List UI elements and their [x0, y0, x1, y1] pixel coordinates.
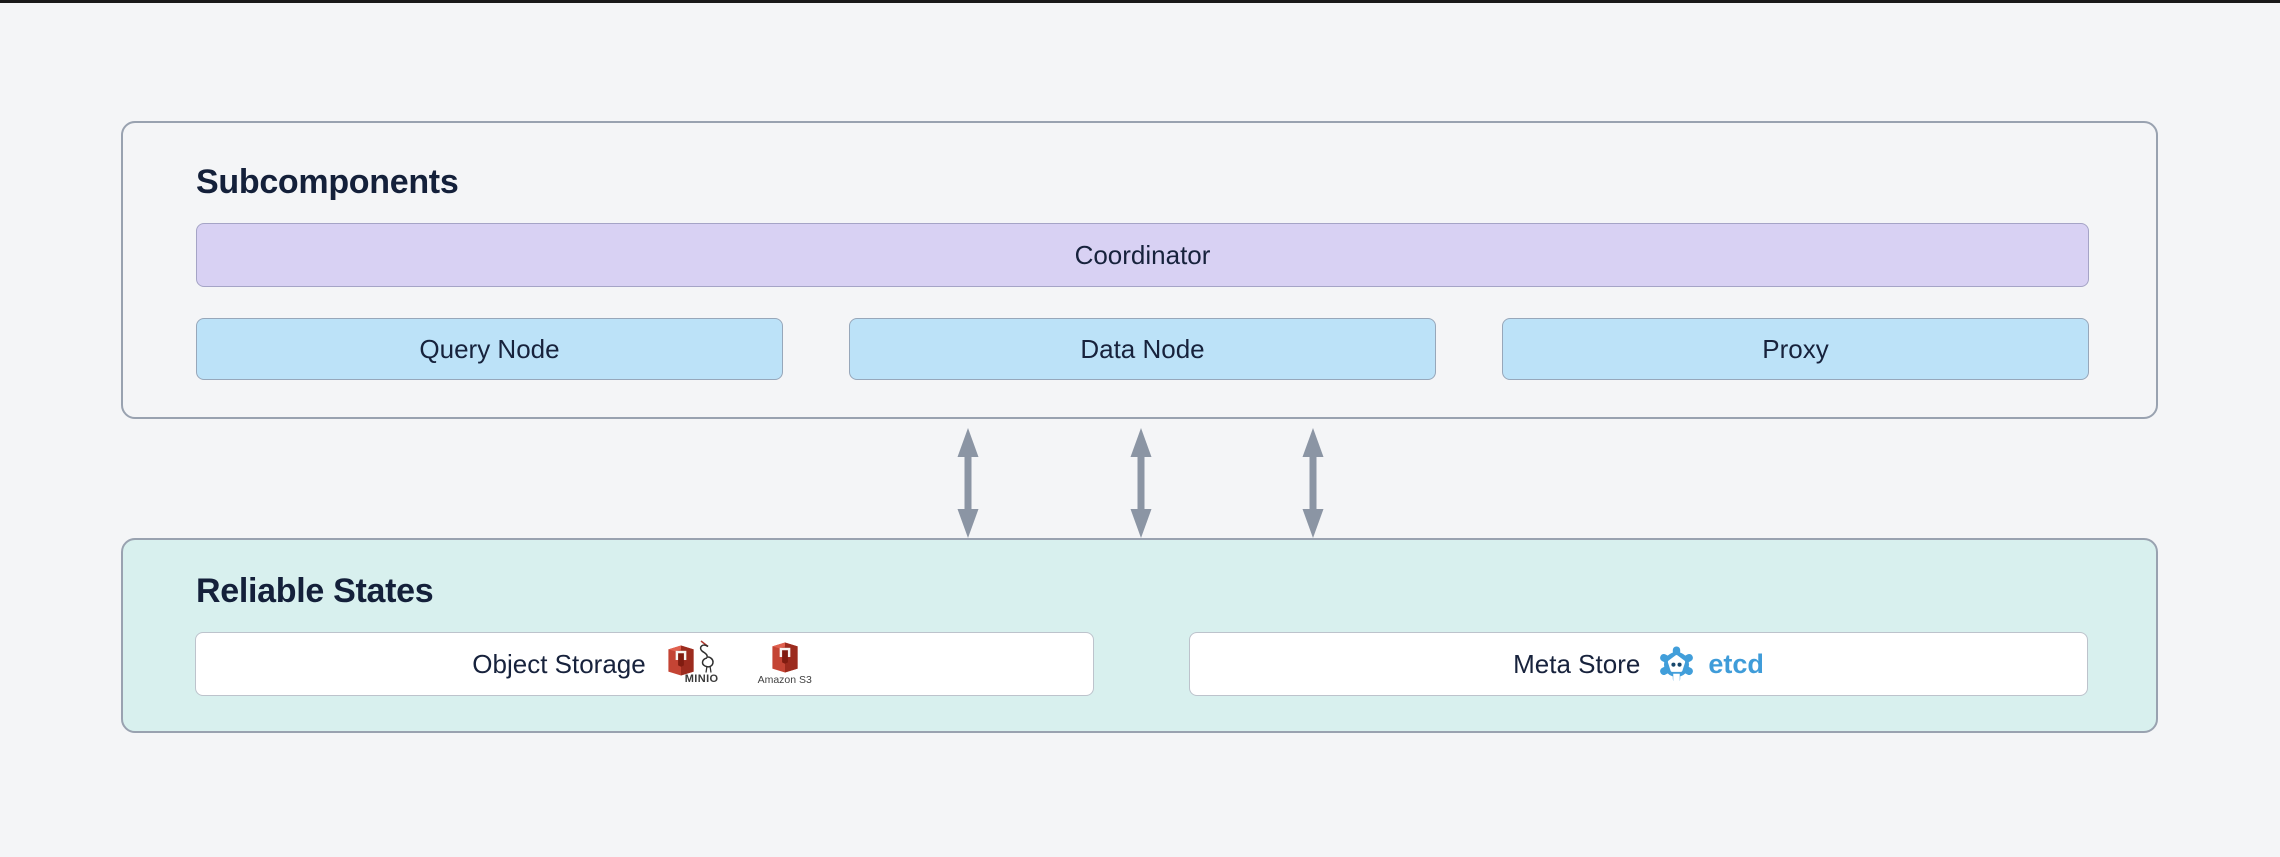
amazon-s3-caption: Amazon S3	[757, 674, 812, 686]
top-rule	[0, 0, 2280, 3]
store-row: Object Storage MINI	[195, 632, 2088, 696]
bidirectional-arrow-icon	[1302, 428, 1324, 538]
bidirectional-arrow-icon	[957, 428, 979, 538]
proxy-node: Proxy	[1502, 318, 2089, 380]
coordinator-label: Coordinator	[1074, 239, 1211, 270]
reliable-states-panel: Reliable States Object Storage	[121, 538, 2158, 733]
data-node: Data Node	[849, 318, 1436, 380]
subcomponents-panel: Subcomponents Coordinator Query Node Dat…	[121, 121, 2158, 419]
reliable-states-title: Reliable States	[196, 572, 434, 610]
object-storage-box: Object Storage MINI	[195, 632, 1094, 696]
bidirectional-arrow-icon	[1130, 428, 1151, 538]
query-node-label: Query Node	[419, 333, 560, 364]
amazon-s3-bucket-icon	[772, 642, 798, 673]
etcd-caption: etcd	[1708, 648, 1764, 679]
amazon-s3-logo: Amazon S3	[753, 642, 817, 686]
meta-store-box: Meta Store	[1189, 632, 2088, 696]
object-storage-label: Object Storage	[472, 648, 646, 679]
meta-store-label: Meta Store	[1513, 648, 1641, 679]
minio-bird-icon	[699, 640, 714, 673]
subcomponents-title: Subcomponents	[196, 163, 459, 201]
coordinator-node: Coordinator	[196, 223, 2089, 287]
node-row: Query Node Data Node Proxy	[196, 318, 2089, 380]
panel-connections	[955, 428, 1326, 538]
minio-caption: MINIO	[684, 673, 719, 685]
etcd-logo-icon	[1659, 645, 1695, 683]
minio-logo: MINIO	[666, 640, 730, 687]
data-node-label: Data Node	[1080, 333, 1205, 364]
minio-bucket-icon	[668, 645, 694, 676]
query-node: Query Node	[196, 318, 783, 380]
proxy-node-label: Proxy	[1762, 333, 1829, 364]
